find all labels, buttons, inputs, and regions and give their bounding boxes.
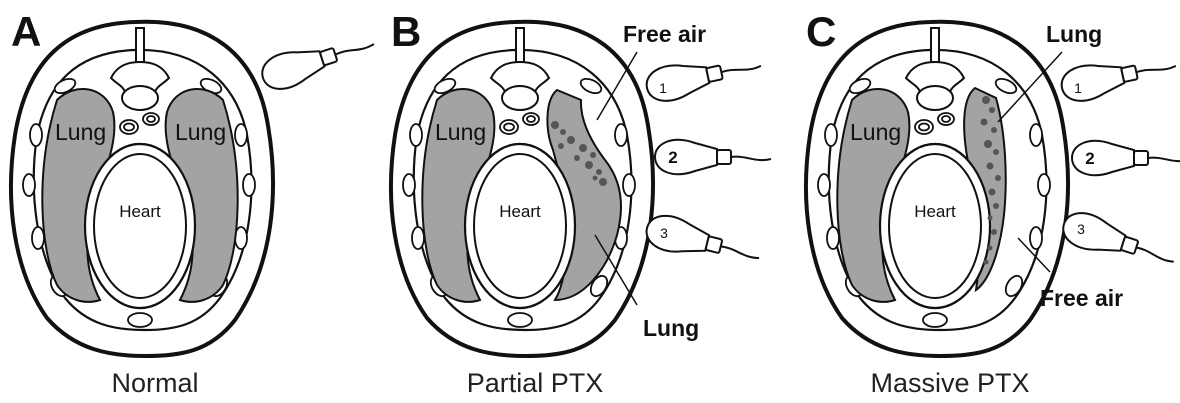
free-air-label: Free air [1040, 285, 1123, 311]
probe-number: 1 [1074, 80, 1082, 96]
ultrasound-probe-3 [643, 211, 764, 272]
panel-letter: C [806, 8, 836, 55]
collapsed-lung-label: Lung [1046, 21, 1102, 47]
probe-number: 1 [659, 80, 667, 96]
panel-b: B Lung Heart Free air Lung 1 2 3 Partial… [391, 8, 771, 398]
probe-number: 3 [660, 225, 668, 241]
panel-letter: A [11, 8, 41, 55]
ultrasound-probe-3 [1059, 208, 1180, 277]
ultrasound-probe-1 [1058, 47, 1179, 105]
collapsed-lung-label: Lung [643, 315, 699, 341]
left-lung-label: Lung [850, 119, 901, 145]
panel-letter: B [391, 8, 421, 55]
caption: Normal [111, 368, 198, 398]
ultrasound-probe [258, 26, 379, 95]
heart-label: Heart [499, 202, 541, 221]
caption: Partial PTX [467, 368, 604, 398]
left-lung-label: Lung [435, 119, 486, 145]
panel-c: C Lung Heart Lung Free air 1 2 3 Massive… [806, 8, 1180, 398]
probe-number: 2 [1085, 149, 1094, 168]
probe-number: 3 [1077, 221, 1085, 237]
heart-label: Heart [914, 202, 956, 221]
panel-a: A Lung Lung Heart Normal [11, 8, 379, 398]
right-lung-label: Lung [175, 119, 226, 145]
probe-number: 2 [668, 148, 677, 167]
caption: Massive PTX [870, 368, 1029, 398]
heart-label: Heart [119, 202, 161, 221]
free-air-label: Free air [623, 21, 706, 47]
ultrasound-probe-1 [643, 47, 764, 105]
left-lung-label: Lung [55, 119, 106, 145]
